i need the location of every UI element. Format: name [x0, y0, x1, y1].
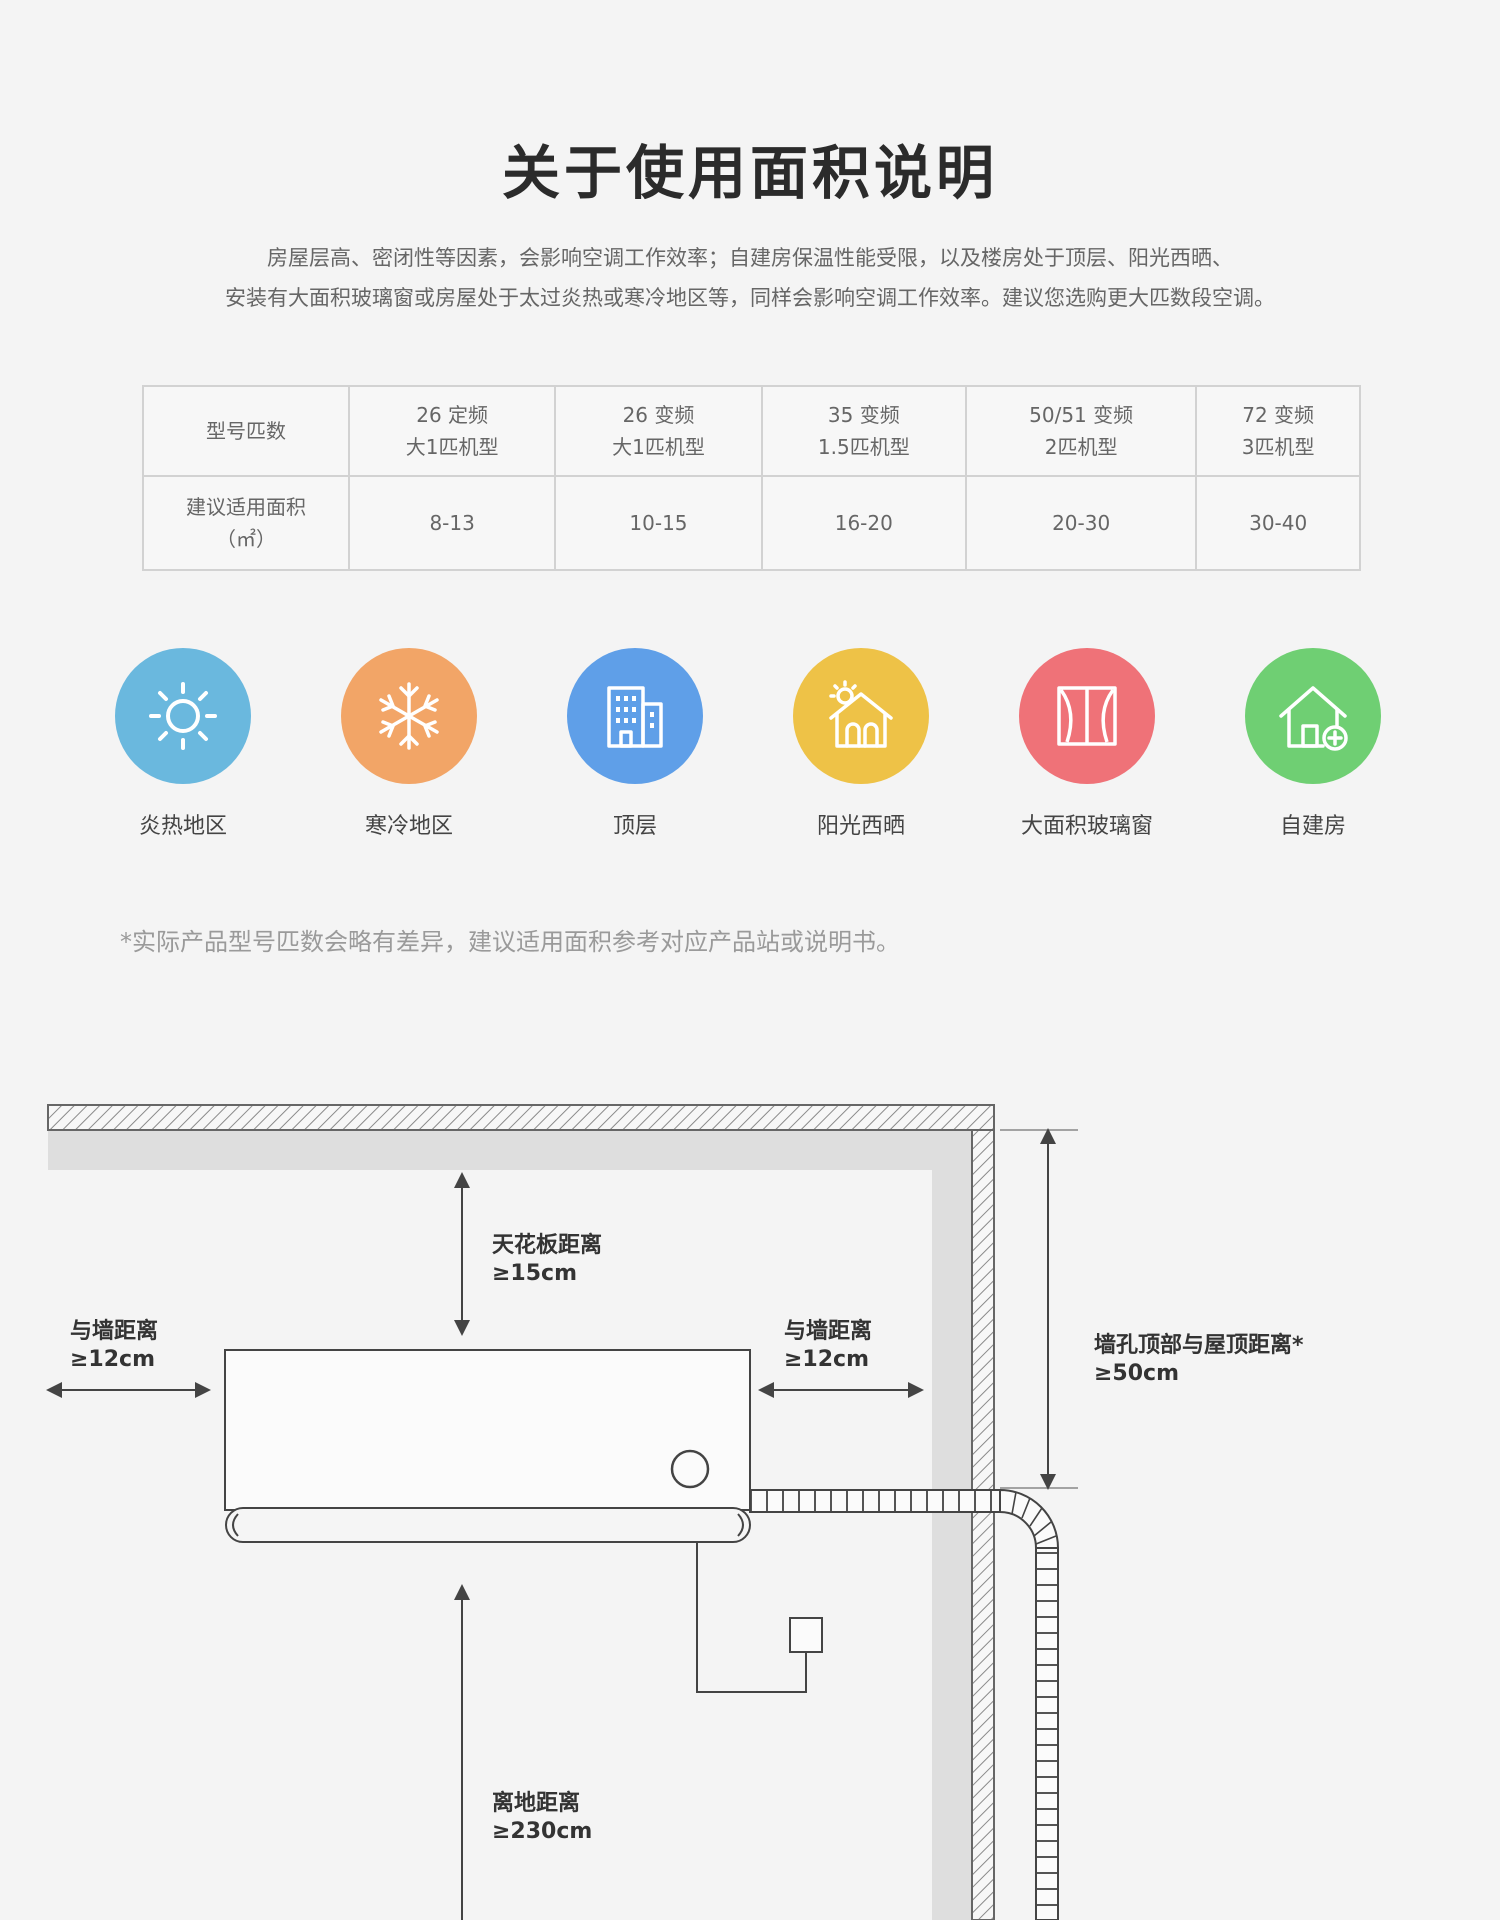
icon-label-cold: 寒冷地区: [364, 814, 453, 839]
footnote: *实际产品型号匹数会略有差异，建议适用面积参考对应产品站或说明书。: [120, 928, 900, 956]
building-icon: [567, 648, 703, 784]
table-cell-area: 16-20: [760, 475, 967, 571]
table-cell-area: 8-13: [347, 475, 557, 571]
wall: [971, 1129, 995, 1920]
ceiling-distance-label: 天花板距离≥15cm: [492, 1233, 603, 1286]
icon-label-big-window: 大面积玻璃窗: [1020, 814, 1153, 839]
ceiling-shadow: [48, 1130, 972, 1170]
snowflake-icon: [341, 648, 477, 784]
icon-item-west-sun: 阳光西晒: [771, 648, 951, 840]
icon-item-top-floor: 顶层: [545, 648, 725, 840]
icon-item-hot: 炎热地区: [93, 648, 273, 840]
icon-label-self-built: 自建房: [1279, 814, 1346, 839]
ac-air-outlet: [225, 1507, 751, 1543]
row-header-area: 建议适用面积（㎡）: [142, 475, 350, 571]
pipe-vertical: [1035, 1547, 1059, 1920]
ceiling: [47, 1104, 995, 1131]
left-wall-distance-label: 与墙距离≥12cm: [70, 1319, 159, 1372]
power-cord: [696, 1542, 807, 1693]
power-socket: [789, 1617, 823, 1653]
window-icon: [1019, 648, 1155, 784]
installation-diagram: [46, 1104, 1078, 1920]
sunny-house-icon: [793, 648, 929, 784]
icon-label-hot: 炎热地区: [138, 814, 227, 839]
pipe-horizontal: [749, 1489, 1001, 1513]
wall-shadow: [932, 1130, 972, 1920]
ac-indoor-unit: [224, 1349, 751, 1511]
page-title: 关于使用面积说明: [501, 139, 998, 207]
table-cell-area: 30-40: [1195, 475, 1361, 571]
icon-label-west-sun: 阳光西晒: [816, 814, 905, 839]
icon-item-cold: 寒冷地区: [319, 648, 499, 840]
table-row-area: 建议适用面积（㎡） 8-13 10-15 16-20 20-30 30-40: [142, 475, 1361, 571]
description-line-2: 安装有大面积玻璃窗或房屋处于太过炎热或寒冷地区等，同样会影响空调工作效率。建议您…: [225, 286, 1275, 310]
icon-label-top-floor: 顶层: [612, 814, 657, 839]
icon-item-self-built: 自建房: [1223, 648, 1403, 840]
sun-icon: [115, 648, 251, 784]
table-cell-area: 20-30: [964, 475, 1198, 571]
ac-indicator-circle: [670, 1449, 710, 1489]
description-line-1: 房屋层高、密闭性等因素，会影响空调工作效率；自建房保温性能受限，以及楼房处于顶层…: [267, 246, 1233, 270]
table-cell-model: 26 变频大1匹机型: [554, 385, 763, 477]
table-cell-area: 10-15: [554, 475, 763, 571]
row-header-model: 型号匹数: [142, 385, 350, 477]
hole-distance-label: 墙孔顶部与屋顶距离*≥50cm: [1094, 1333, 1304, 1386]
floor-distance-label: 离地距离≥230cm: [492, 1791, 593, 1844]
house-plus-icon: [1245, 648, 1381, 784]
icon-item-big-window: 大面积玻璃窗: [997, 648, 1177, 840]
right-wall-distance-label: 与墙距离≥12cm: [784, 1319, 873, 1372]
table-cell-model: 26 定频大1匹机型: [347, 385, 557, 477]
